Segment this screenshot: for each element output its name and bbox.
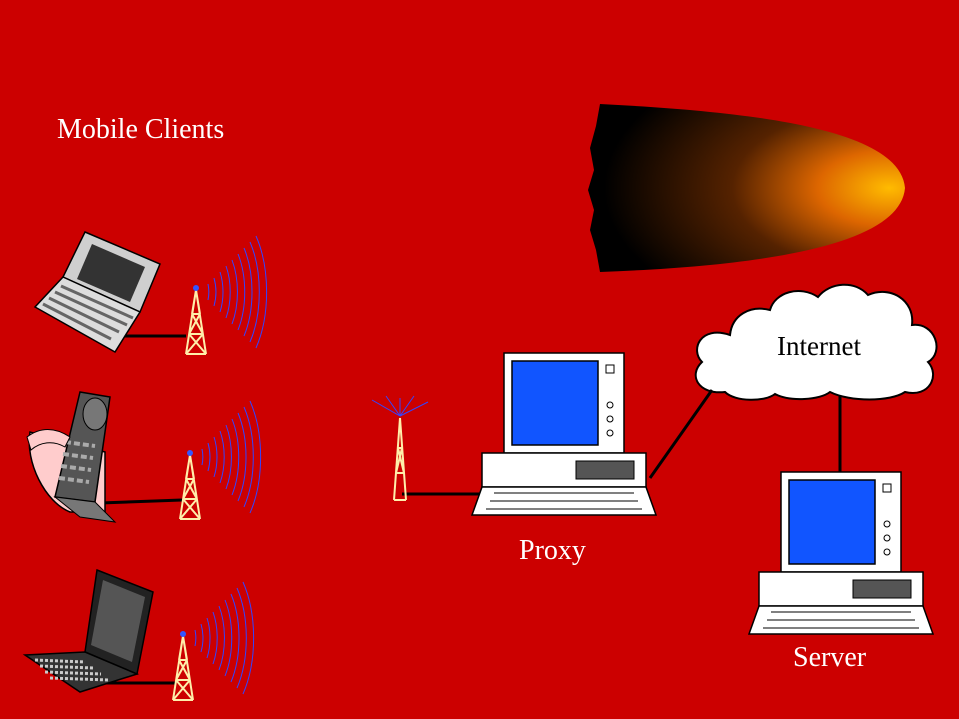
link-proxy-internet [648, 389, 714, 479]
comet-beam-graphic [47, 104, 905, 272]
radio-tower-icon [172, 630, 194, 701]
notebook-icon [22, 568, 154, 693]
cloud-icon [694, 283, 938, 401]
server-label: Server [793, 642, 867, 673]
server-computer-icon [748, 471, 934, 635]
internet-label: Internet [777, 331, 861, 361]
diagram-title: Mobile Clients [57, 114, 225, 145]
base-antenna-icon [371, 395, 429, 501]
signal-waves-icon [194, 581, 255, 695]
radio-tower-icon [185, 284, 207, 355]
cell-phone-icon [26, 391, 117, 523]
proxy-label: Proxy [519, 535, 586, 566]
radio-tower-icon [179, 449, 201, 520]
signal-waves-icon [201, 400, 262, 514]
proxy-computer-icon [471, 352, 657, 516]
signal-waves-icon [207, 235, 268, 349]
laptop-icon [33, 231, 161, 354]
link-phone [99, 498, 183, 505]
